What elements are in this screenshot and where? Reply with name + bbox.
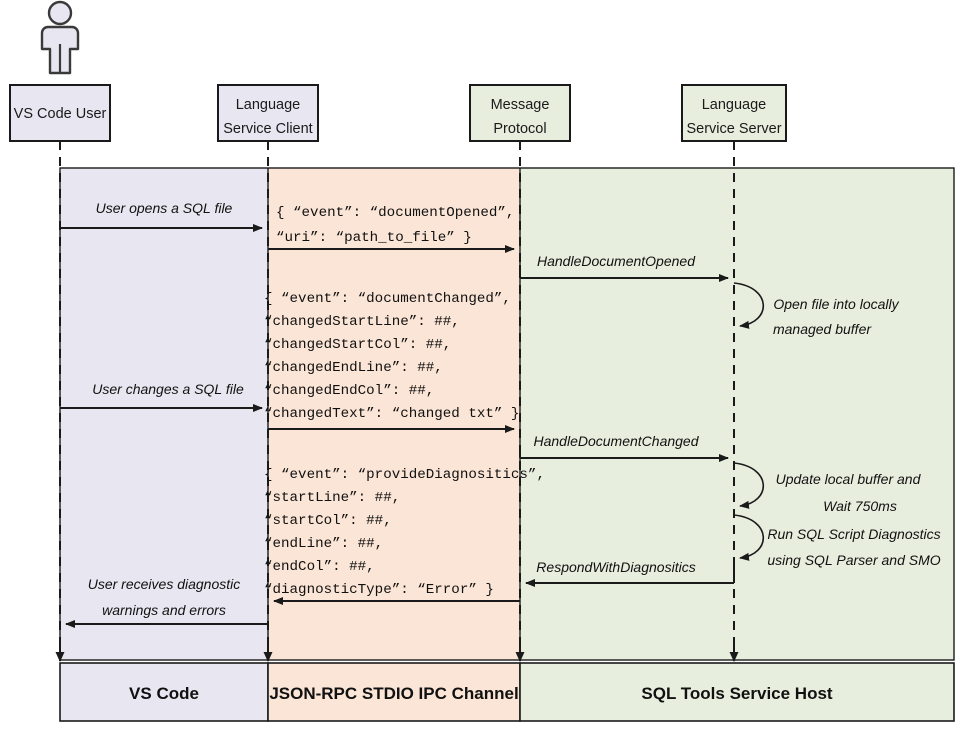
self-message-label-line1: Run SQL Script Diagnostics	[767, 526, 940, 542]
self-loop-arrow-update-buffer-wait	[733, 462, 765, 509]
band-green	[520, 168, 954, 660]
message-label-handle-document-opened: HandleDocumentOpened	[537, 253, 696, 269]
footer-cell-json-rpc[interactable]	[267, 662, 521, 722]
participant-label-language-service-client-line2: Service Client	[223, 121, 312, 137]
json-line: { “event”: “documentChanged”,	[264, 291, 511, 307]
self-message-label-line2: Wait 750ms	[823, 498, 897, 514]
json-line: “changedEndCol”: ##,	[264, 383, 434, 399]
participant-boxes: VS Code User Language Service Client Mes…	[9, 84, 787, 142]
message-label-user-receives-diagnostics-line2: warnings and errors	[102, 602, 226, 618]
message-handle-document-changed: HandleDocumentChanged	[519, 433, 729, 462]
avatar-person-icon	[40, 0, 80, 75]
json-payload-provide-diagnositics: { “event”: “provideDiagnositics”, “start…	[264, 467, 545, 605]
message-label-user-changes-sql-file: User changes a SQL file	[92, 381, 244, 397]
json-line: “startCol”: ##,	[264, 513, 392, 529]
message-handle-document-opened: HandleDocumentOpened	[519, 253, 729, 282]
json-line: “changedText”: “changed txt” }	[264, 406, 519, 422]
participant-label-language-service-client-line1: Language	[236, 97, 301, 113]
participant-label-message-protocol-line1: Message	[491, 97, 550, 113]
self-message-update-buffer-wait: Update local buffer and Wait 750ms	[733, 462, 922, 514]
json-line: “changedStartCol”: ##,	[264, 337, 451, 353]
json-line: “uri”: “path_to_file” }	[276, 230, 472, 246]
json-payload-document-changed: { “event”: “documentChanged”, “changedSt…	[264, 291, 519, 433]
self-loop-arrow-open-file-buffer	[733, 282, 765, 329]
footer-label-sql-tools: SQL Tools Service Host	[641, 684, 832, 703]
json-line: “endCol”: ##,	[264, 559, 375, 575]
self-message-label-line2: using SQL Parser and SMO	[767, 552, 940, 568]
self-message-open-file-buffer: Open file into locally managed buffer	[733, 282, 900, 337]
self-loop-arrow-run-sql-diagnostics	[733, 514, 765, 561]
lifelines	[55, 141, 739, 662]
message-label-user-receives-diagnostics-line1: User receives diagnostic	[88, 576, 241, 592]
participant-label-language-service-server-line1: Language	[702, 97, 767, 113]
footer-cell-vs-code[interactable]	[59, 662, 269, 722]
json-line: “startLine”: ##,	[264, 490, 400, 506]
message-label-handle-document-changed: HandleDocumentChanged	[534, 433, 700, 449]
participant-label-vs-code-user: VS Code User	[14, 106, 107, 122]
message-user-opens-sql-file: User opens a SQL file	[60, 200, 263, 232]
self-message-label-line2: managed buffer	[773, 321, 872, 337]
message-user-changes-sql-file: User changes a SQL file	[60, 381, 263, 412]
footer-bar: VS Code JSON-RPC STDIO IPC Channel SQL T…	[59, 662, 955, 722]
json-line: “diagnosticType”: “Error” }	[264, 582, 494, 598]
message-label-user-opens-sql-file: User opens a SQL file	[96, 200, 233, 216]
participant-label-language-service-server-line2: Service Server	[686, 121, 781, 137]
message-respond-with-diagnositics: RespondWithDiagnositics	[525, 559, 735, 587]
message-user-receives-diagnostics: User receives diagnostic warnings and er…	[65, 576, 268, 628]
self-message-label-line1: Open file into locally	[773, 296, 899, 312]
footer-label-json-rpc: JSON-RPC STDIO IPC Channel	[269, 684, 518, 703]
footer-cell-sql-tools[interactable]	[519, 662, 955, 722]
participant-label-message-protocol-line2: Protocol	[493, 121, 546, 137]
self-message-label-line1: Update local buffer and	[776, 471, 922, 487]
json-line: “changedStartLine”: ##,	[264, 314, 460, 330]
json-line: { “event”: “documentOpened”,	[276, 205, 514, 221]
json-line: “endLine”: ##,	[264, 536, 383, 552]
json-payload-document-opened: { “event”: “documentOpened”, “uri”: “pat…	[268, 205, 515, 253]
self-message-run-sql-diagnostics: Run SQL Script Diagnostics using SQL Par…	[733, 514, 941, 568]
band-lavender	[60, 168, 268, 660]
json-line: “changedEndLine”: ##,	[264, 360, 443, 376]
message-label-respond-with-diagnositics: RespondWithDiagnositics	[536, 559, 695, 575]
footer-label-vs-code: VS Code	[129, 684, 199, 703]
json-line: { “event”: “provideDiagnositics”,	[264, 467, 545, 483]
